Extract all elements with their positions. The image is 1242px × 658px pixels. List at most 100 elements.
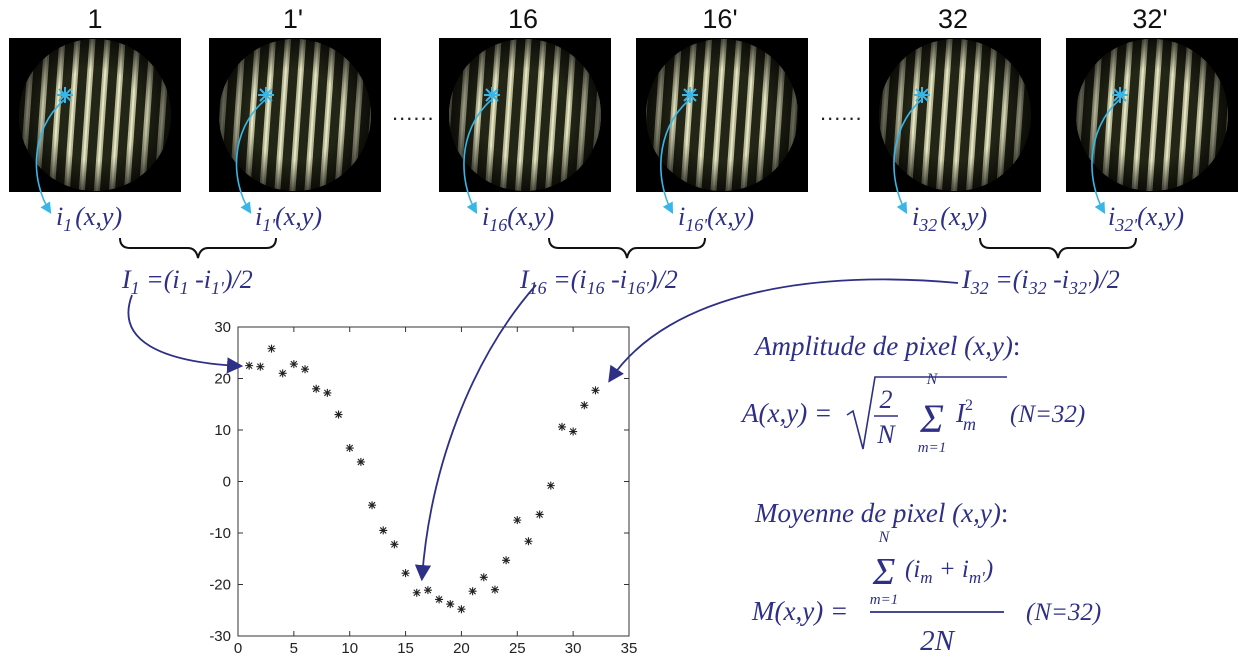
frame-label-32p: 32' — [1132, 4, 1167, 34]
pixel-markers — [57, 87, 1128, 103]
y-tick-label: -30 — [209, 628, 231, 645]
mean-sum-top: N — [878, 529, 891, 546]
interferogram-frame-1p — [209, 38, 381, 192]
pixel-value-16p: i16'(x,y) — [678, 202, 754, 235]
difference-16: I16 =(i16 -i16')/2 — [519, 265, 678, 298]
interferogram-frame-1 — [9, 38, 181, 192]
frame-label-16p: 16' — [702, 4, 737, 34]
amplitude-n: (N=32) — [1010, 401, 1085, 428]
data-point — [267, 344, 276, 353]
data-point — [256, 362, 265, 371]
data-point — [468, 587, 477, 596]
pixel-marker-star-icon — [1112, 87, 1128, 103]
pixel-marker-star-icon — [484, 87, 500, 103]
amplitude-title: Amplitude de pixel (x,y): — [753, 331, 1020, 361]
data-point — [446, 600, 455, 609]
difference-32: I32 =(i32 -i32')/2 — [961, 265, 1120, 298]
data-point — [334, 410, 343, 419]
data-point — [479, 573, 488, 582]
pixel-marker-star-icon — [682, 87, 698, 103]
value-arrows — [127, 278, 959, 582]
data-point — [379, 526, 388, 535]
amplitude-sum-top: N — [926, 371, 939, 388]
data-point — [557, 422, 566, 431]
mean-title: Moyenne de pixel (x,y): — [754, 498, 1008, 528]
data-point — [502, 556, 511, 565]
y-tick-label: 10 — [214, 422, 231, 439]
pixel-arrows — [35, 99, 1120, 214]
x-tick-label: 5 — [290, 640, 298, 657]
data-point — [390, 540, 399, 549]
data-point — [435, 595, 444, 604]
pair-braces — [119, 237, 1137, 259]
pixel-arrow — [660, 99, 690, 214]
amplitude-fraction-den: N — [876, 420, 896, 449]
y-tick-label: 0 — [223, 474, 231, 491]
data-point — [401, 569, 410, 578]
pixel-value-labels: i1(x,y) i1'(x,y) i16(x,y) i16'(x,y) i32(… — [56, 202, 1184, 235]
pixel-marker-star-icon — [57, 87, 73, 103]
pair-brace-32 — [979, 237, 1137, 259]
amplitude-formula: Amplitude de pixel (x,y): A(x,y) = 2 N N… — [740, 331, 1085, 456]
x-tick-label: 10 — [341, 640, 358, 657]
mean-formula: Moyenne de pixel (x,y): N Σ m=1 (im + im… — [751, 498, 1101, 657]
data-point — [535, 510, 544, 519]
x-tick-label: 20 — [453, 640, 470, 657]
data-point — [513, 516, 522, 525]
plot-frame — [237, 326, 630, 637]
mean-den: 2N — [920, 625, 956, 657]
data-point — [490, 585, 499, 594]
x-tick-label: 30 — [565, 640, 582, 657]
difference-1: I1 =(i1 -i1')/2 — [121, 265, 253, 298]
data-point — [546, 481, 555, 490]
pixel-value-1p: i1'(x,y) — [255, 202, 322, 235]
pixel-arrow — [1091, 99, 1120, 214]
data-point — [580, 401, 589, 410]
data-point — [368, 501, 377, 510]
data-point — [312, 384, 321, 393]
frame-label-1p: 1' — [283, 4, 303, 34]
pixel-value-32p: i32'(x,y) — [1108, 202, 1184, 235]
amplitude-fraction-num: 2 — [880, 385, 893, 414]
mean-sum-bottom: m=1 — [870, 592, 898, 608]
pixel-marker-star-icon — [258, 87, 274, 103]
y-tick-label: 20 — [214, 371, 231, 388]
pixel-value-1: i1(x,y) — [56, 202, 122, 235]
x-tick-label: 0 — [234, 640, 242, 657]
value-arrow-1 — [127, 294, 244, 374]
frame-labels: 1 1' 16 16' 32 32' — [87, 4, 1167, 34]
value-arrow-32 — [608, 278, 959, 383]
data-point — [569, 427, 578, 436]
amplitude-lhs: A(x,y) = — [740, 398, 832, 428]
y-tick-label: 30 — [214, 319, 231, 336]
pixel-arrow — [35, 99, 65, 214]
y-tick-label: -10 — [209, 525, 231, 542]
interferogram-frame-16 — [439, 38, 611, 192]
pair-brace-1 — [119, 237, 277, 259]
data-point — [457, 605, 466, 614]
data-point — [591, 386, 600, 395]
mean-term: (im + im') — [905, 556, 993, 587]
pixel-arrow — [463, 99, 492, 214]
data-point — [423, 586, 432, 595]
sqrt-sign-icon — [846, 376, 1007, 450]
difference-formulas: I1 =(i1 -i1')/2 I16 =(i16 -i16')/2 I32 =… — [121, 265, 1120, 298]
interferogram-frame-32 — [869, 38, 1041, 192]
pixel-value-16: i16(x,y) — [482, 202, 554, 235]
pixel-marker-star-icon — [914, 87, 930, 103]
frame-label-16: 16 — [508, 4, 538, 34]
data-point — [278, 369, 287, 378]
data-point — [245, 361, 254, 370]
sigma-icon: Σ — [919, 396, 944, 441]
data-point — [323, 388, 332, 397]
data-point — [524, 537, 533, 546]
data-point — [301, 365, 310, 374]
ellipsis-left: ...... — [392, 100, 435, 125]
interferogram-frames — [9, 38, 1238, 192]
mean-n: (N=32) — [1026, 599, 1101, 626]
data-point — [289, 360, 298, 369]
pixel-value-32: i32(x,y) — [912, 202, 987, 235]
pair-brace-16 — [548, 237, 706, 259]
interferogram-frame-32p — [1066, 38, 1238, 192]
